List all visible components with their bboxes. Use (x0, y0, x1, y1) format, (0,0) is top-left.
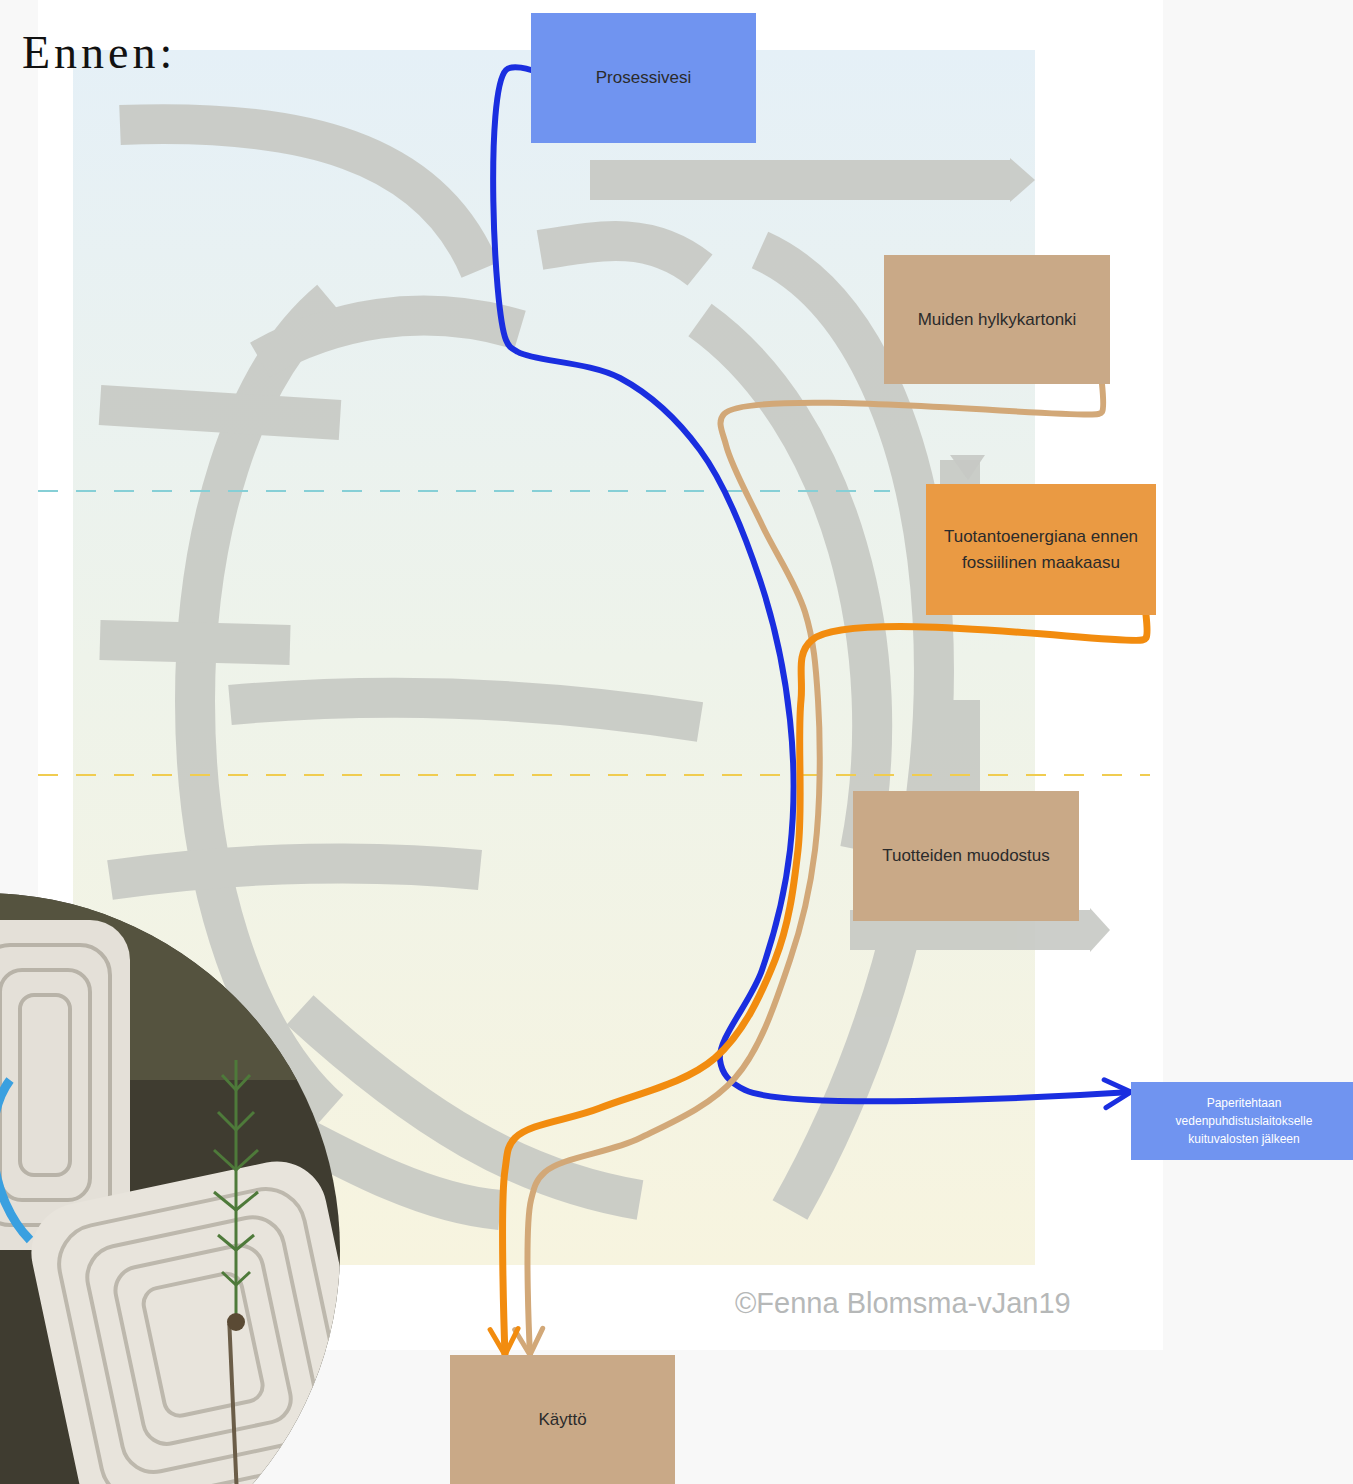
title: Ennen: (22, 26, 176, 79)
photo (0, 880, 384, 1484)
watermark: ©Fenna Blomsma-vJan19 (735, 1287, 1071, 1320)
process-box: Muiden hylkykartonki (884, 255, 1110, 384)
box-label: Prosessivesi (596, 65, 691, 91)
process-box: Tuotteiden muodostus (853, 791, 1079, 921)
process-box: Käyttö (450, 1355, 675, 1484)
box-label: Käyttö (538, 1407, 586, 1433)
process-box: Prosessivesi (531, 13, 756, 143)
box-label: Tuotantoenergiana ennen fossiilinen maak… (938, 524, 1144, 575)
dashed-divider (38, 490, 890, 492)
box-label: Muiden hylkykartonki (918, 307, 1077, 333)
box-label: Tuotteiden muodostus (882, 843, 1050, 869)
process-box: Paperitehtaan vedenpuhdistuslaitokselle … (1131, 1082, 1353, 1160)
seedling (214, 1060, 258, 1320)
flow-arrow (503, 615, 1147, 1355)
dashed-divider (38, 774, 1150, 776)
process-box: Tuotantoenergiana ennen fossiilinen maak… (926, 484, 1156, 615)
box-label: Paperitehtaan vedenpuhdistuslaitokselle … (1143, 1094, 1345, 1148)
